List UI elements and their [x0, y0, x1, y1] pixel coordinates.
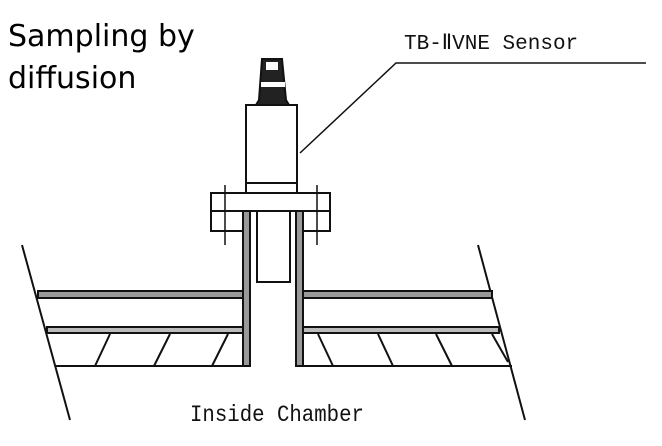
- sensor-body: [245, 58, 298, 194]
- chamber-label: Inside Chamber: [190, 402, 364, 428]
- caption-line-2: diffusion: [8, 61, 137, 96]
- caption-line-1: Sampling by: [8, 19, 195, 54]
- chamber-wall-right: [299, 244, 526, 421]
- mounting-flange: [210, 185, 331, 245]
- sensor-leader-line: [299, 62, 646, 154]
- diagram-caption: Sampling by diffusion: [8, 16, 195, 100]
- chamber-wall-left: [21, 244, 250, 421]
- sensor-label: TB-ⅡVNE Sensor: [404, 33, 579, 56]
- mounting-tube: [242, 209, 304, 367]
